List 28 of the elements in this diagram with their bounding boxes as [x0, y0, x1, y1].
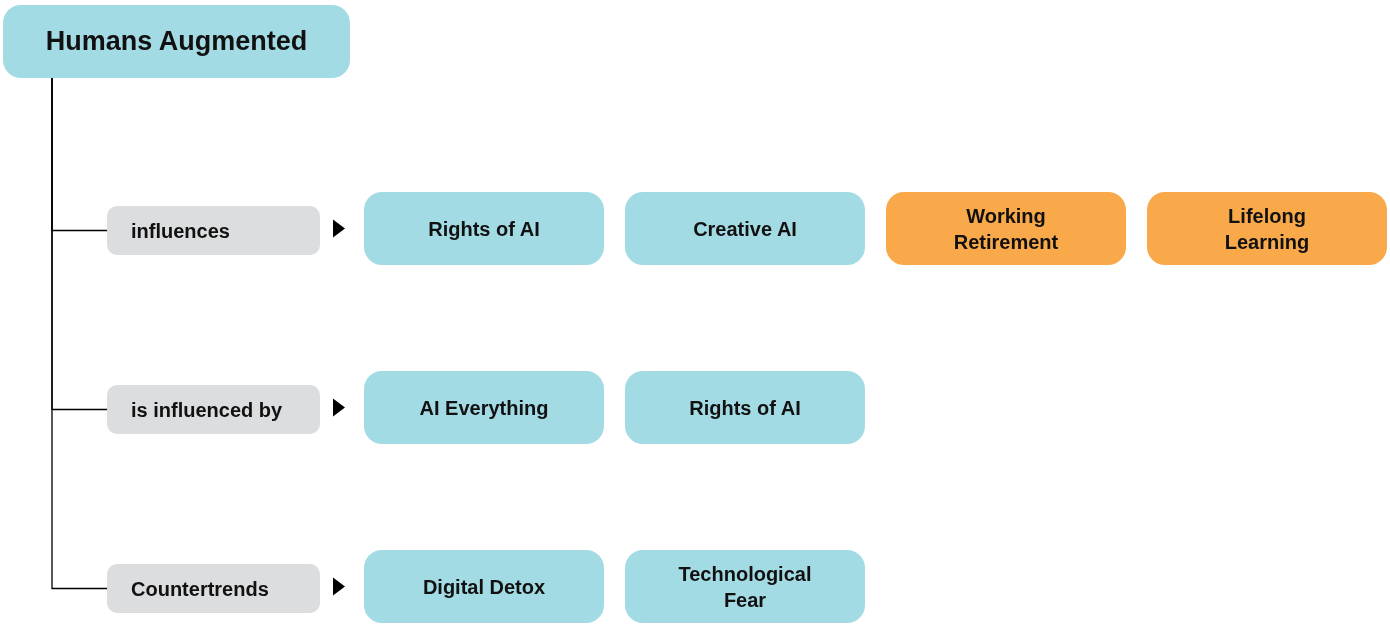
topic-box	[1147, 192, 1387, 265]
box-label: is influenced by	[131, 397, 284, 423]
box-label: AI Everything	[419, 395, 549, 421]
topic-box	[364, 371, 604, 444]
box-label: Working Retirement	[952, 203, 1060, 255]
topic-box	[364, 192, 604, 265]
topic-box	[886, 192, 1126, 265]
title-box	[3, 5, 350, 78]
arrow	[333, 577, 345, 596]
box-label: Creative AI	[693, 216, 797, 242]
arrow	[333, 219, 345, 238]
relation-label-box	[107, 206, 320, 255]
box-label: Humans Augmented	[45, 25, 308, 59]
box-label: Rights of AI	[689, 395, 801, 421]
topic-box	[625, 192, 865, 265]
box-label: Technological Fear	[677, 561, 813, 613]
topic-box	[364, 550, 604, 623]
topic-box	[625, 550, 865, 623]
box-label: influences	[131, 218, 231, 244]
relation-label-box	[107, 385, 320, 434]
box-label: Countertrends	[131, 576, 270, 602]
connector-line	[51, 77, 108, 590]
box-label: Digital Detox	[422, 574, 546, 600]
box-label: Rights of AI	[428, 216, 540, 242]
topic-box	[625, 371, 865, 444]
arrow	[333, 398, 345, 417]
box-label: Lifelong Learning	[1223, 203, 1311, 255]
relation-label-box	[107, 564, 320, 613]
